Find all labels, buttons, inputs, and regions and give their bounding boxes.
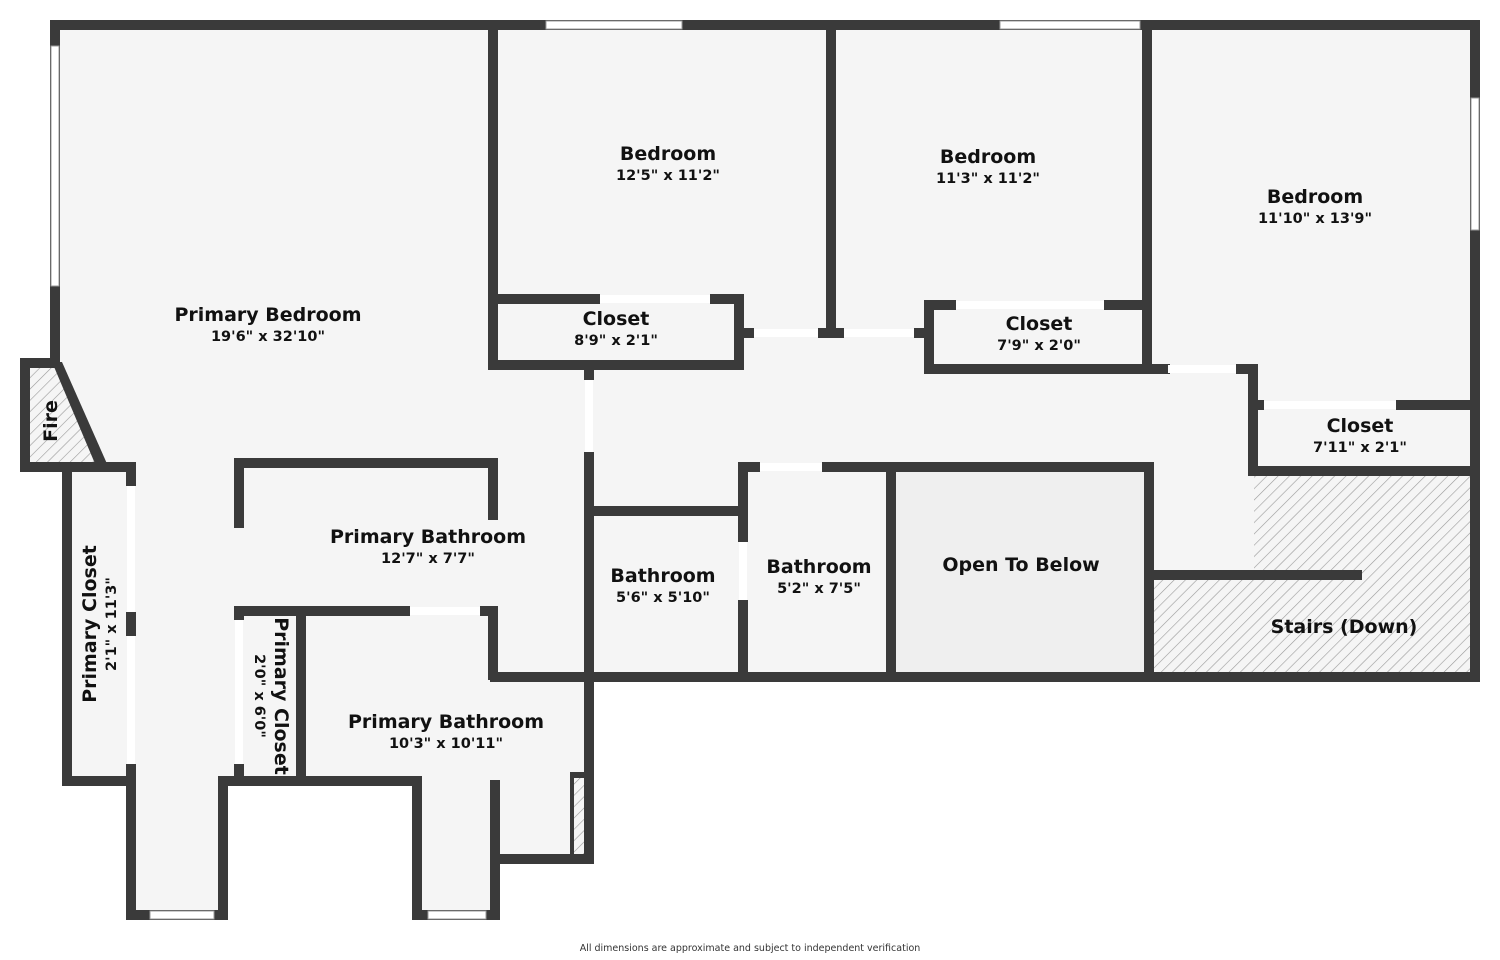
- room-name: Bedroom: [939, 146, 1037, 168]
- room-name: Fire: [40, 400, 62, 442]
- window-bedroom-3: [1470, 97, 1480, 231]
- walls: [20, 20, 1480, 920]
- room-primary-bedroom: Primary Bedroom 19'6" x 32'10": [174, 303, 361, 347]
- room-bedroom-2: Bedroom 11'3" x 11'2": [936, 145, 1040, 189]
- room-name: Closet: [1326, 415, 1394, 437]
- window-bedroom-1: [545, 20, 683, 30]
- room-name: Bathroom: [610, 565, 716, 587]
- stairs-hatch-lower: [1150, 576, 1472, 674]
- room-dimensions: 11'3" x 11'2": [936, 171, 1040, 187]
- room-dimensions: 2'0" x 6'0": [251, 654, 267, 738]
- window-primary-bedroom: [50, 45, 60, 287]
- window-bath-bottom: [427, 910, 487, 920]
- stairs-hatch-upper: [1254, 470, 1472, 576]
- room-bedroom-3: Bedroom 11'10" x 13'9": [1258, 185, 1372, 229]
- room-closet-3: Closet 7'11" x 2'1": [1313, 414, 1407, 458]
- room-dimensions: 8'9" x 2'1": [574, 333, 658, 349]
- room-primary-bathroom-1: Primary Bathroom 12'7" x 7'7": [330, 525, 526, 569]
- room-name: Primary Bathroom: [348, 711, 544, 733]
- room-dimensions: 5'2" x 7'5": [777, 581, 861, 597]
- room-dimensions: 10'3" x 10'11": [388, 736, 504, 752]
- room-bathroom-2: Bathroom 5'2" x 7'5": [766, 555, 871, 599]
- room-name: Primary Bathroom: [330, 526, 526, 548]
- room-name: Open To Below: [942, 554, 1100, 576]
- room-stairs-down: Stairs (Down): [1271, 615, 1418, 639]
- room-name: Primary Bedroom: [174, 304, 362, 326]
- room-primary-bathroom-2: Primary Bathroom 10'3" x 10'11": [348, 710, 544, 754]
- room-name: Primary Closet: [79, 545, 101, 703]
- room-dimensions: 12'5" x 11'2": [616, 168, 720, 184]
- room-open-to-below: Open To Below: [942, 553, 1099, 577]
- room-dimensions: 2'1" x 11'3": [104, 577, 120, 671]
- room-name: Bedroom: [1266, 186, 1364, 208]
- room-dimensions: 5'6" x 5'10": [616, 590, 710, 606]
- room-bathroom-1: Bathroom 5'6" x 5'10": [610, 564, 715, 608]
- disclaimer-footer: All dimensions are approximate and subje…: [579, 943, 921, 954]
- room-primary-closet-2: Primary Closet 2'0" x 6'0": [249, 617, 293, 775]
- room-name: Primary Closet: [270, 617, 292, 775]
- room-primary-closet-1: Primary Closet 2'1" x 11'3": [78, 545, 122, 703]
- room-name: Closet: [582, 308, 650, 330]
- room-dimensions: 11'10" x 13'9": [1257, 211, 1373, 227]
- fireplace-hatch: [30, 366, 100, 462]
- room-dimensions: 12'7" x 7'7": [381, 551, 475, 567]
- room-dimensions: 19'6" x 32'10": [210, 329, 326, 345]
- room-name: Stairs (Down): [1270, 616, 1418, 638]
- room-closet-2: Closet 7'9" x 2'0": [997, 312, 1081, 356]
- room-dimensions: 7'9" x 2'0": [997, 338, 1081, 354]
- shower-hatch: [574, 778, 584, 858]
- room-fireplace: Fire: [39, 400, 63, 442]
- room-dimensions: 7'11" x 2'1": [1313, 440, 1407, 456]
- room-name: Closet: [1005, 313, 1073, 335]
- room-name: Bedroom: [619, 143, 717, 165]
- room-closet-1: Closet 8'9" x 2'1": [574, 307, 658, 351]
- window-bedroom-2: [999, 20, 1141, 30]
- room-name: Bathroom: [766, 556, 872, 578]
- room-bedroom-1: Bedroom 12'5" x 11'2": [616, 142, 720, 186]
- floor-areas: [30, 28, 1474, 916]
- doorways: [127, 295, 1396, 764]
- windows: [50, 20, 1480, 920]
- window-hall-bottom: [149, 910, 215, 920]
- open-to-below-area: [896, 470, 1148, 674]
